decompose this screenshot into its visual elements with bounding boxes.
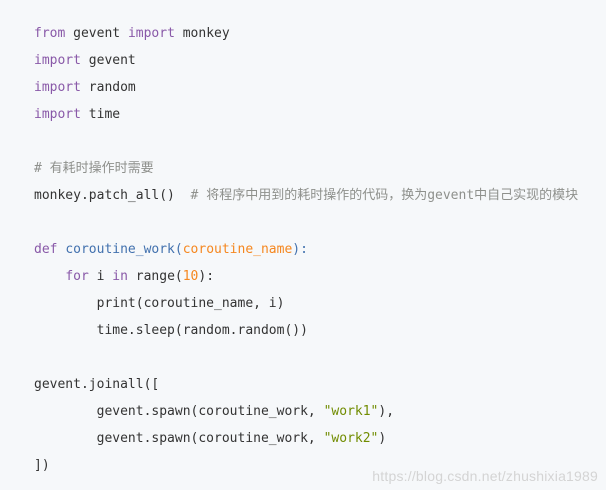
code-token: import (34, 107, 81, 122)
code-token: range( (127, 269, 183, 284)
code-token: "work2" (323, 431, 379, 446)
code-line (34, 209, 606, 236)
code-token: i (88, 269, 113, 284)
code-token (34, 269, 65, 284)
code-token: time.sleep(random.random()) (34, 323, 308, 338)
code-token: ) (378, 431, 387, 446)
code-token: gevent (80, 53, 136, 68)
code-line: monkey.patch_all() # 将程序中用到的耗时操作的代码，换为ge… (34, 182, 606, 209)
code-token: random (80, 80, 136, 95)
watermark: https://blog.csdn.net/zhushixia1989 (372, 468, 598, 484)
code-token: # 将程序中用到的耗时操作的代码，换为gevent中自己实现的模块 (190, 188, 579, 203)
code-token: ): (292, 242, 308, 257)
code-line: # 有耗时操作时需要 (34, 155, 606, 182)
code-token: 10 (182, 269, 199, 284)
code-line: import random (34, 74, 606, 101)
code-token: gevent.spawn(coroutine_work, (34, 431, 324, 446)
code-line (34, 128, 606, 155)
code-token: ( (174, 242, 183, 257)
code-line: gevent.spawn(coroutine_work, "work1"), (34, 398, 606, 425)
code-token: import (34, 53, 81, 68)
code-token: coroutine_name (182, 242, 293, 257)
code-line: ]) (34, 452, 606, 479)
code-token: ]) (34, 458, 50, 473)
code-token: gevent.joinall([ (34, 377, 160, 392)
code-token: monkey.patch_all() (34, 188, 191, 203)
code-token: gevent.spawn(coroutine_work, (34, 404, 324, 419)
code-line: print(coroutine_name, i) (34, 290, 606, 317)
code-line: gevent.spawn(coroutine_work, "work2") (34, 425, 606, 452)
code-token: for (65, 269, 89, 284)
code-token: def (34, 242, 58, 257)
code-token: # 有耗时操作时需要 (34, 161, 154, 176)
code-token: "work1" (323, 404, 379, 419)
code-token: gevent (65, 26, 128, 41)
code-token: print(coroutine_name, i) (34, 296, 285, 311)
code-token: coroutine_work (65, 242, 175, 257)
code-token: from (34, 26, 66, 41)
code-token: ): (198, 269, 215, 284)
code-line (34, 344, 606, 371)
code-line: for i in range(10): (34, 263, 606, 290)
code-token: in (112, 269, 128, 284)
code-token: monkey (174, 26, 230, 41)
code-token: import (127, 26, 175, 41)
code-token: import (34, 80, 81, 95)
code-token: time (80, 107, 121, 122)
code-line: def coroutine_work(coroutine_name): (34, 236, 606, 263)
code-line: import gevent (34, 47, 606, 74)
code-line: from gevent import monkey (34, 20, 606, 47)
code-line: import time (34, 101, 606, 128)
code-token: ), (378, 404, 395, 419)
code-line: time.sleep(random.random()) (34, 317, 606, 344)
code-line: gevent.joinall([ (34, 371, 606, 398)
